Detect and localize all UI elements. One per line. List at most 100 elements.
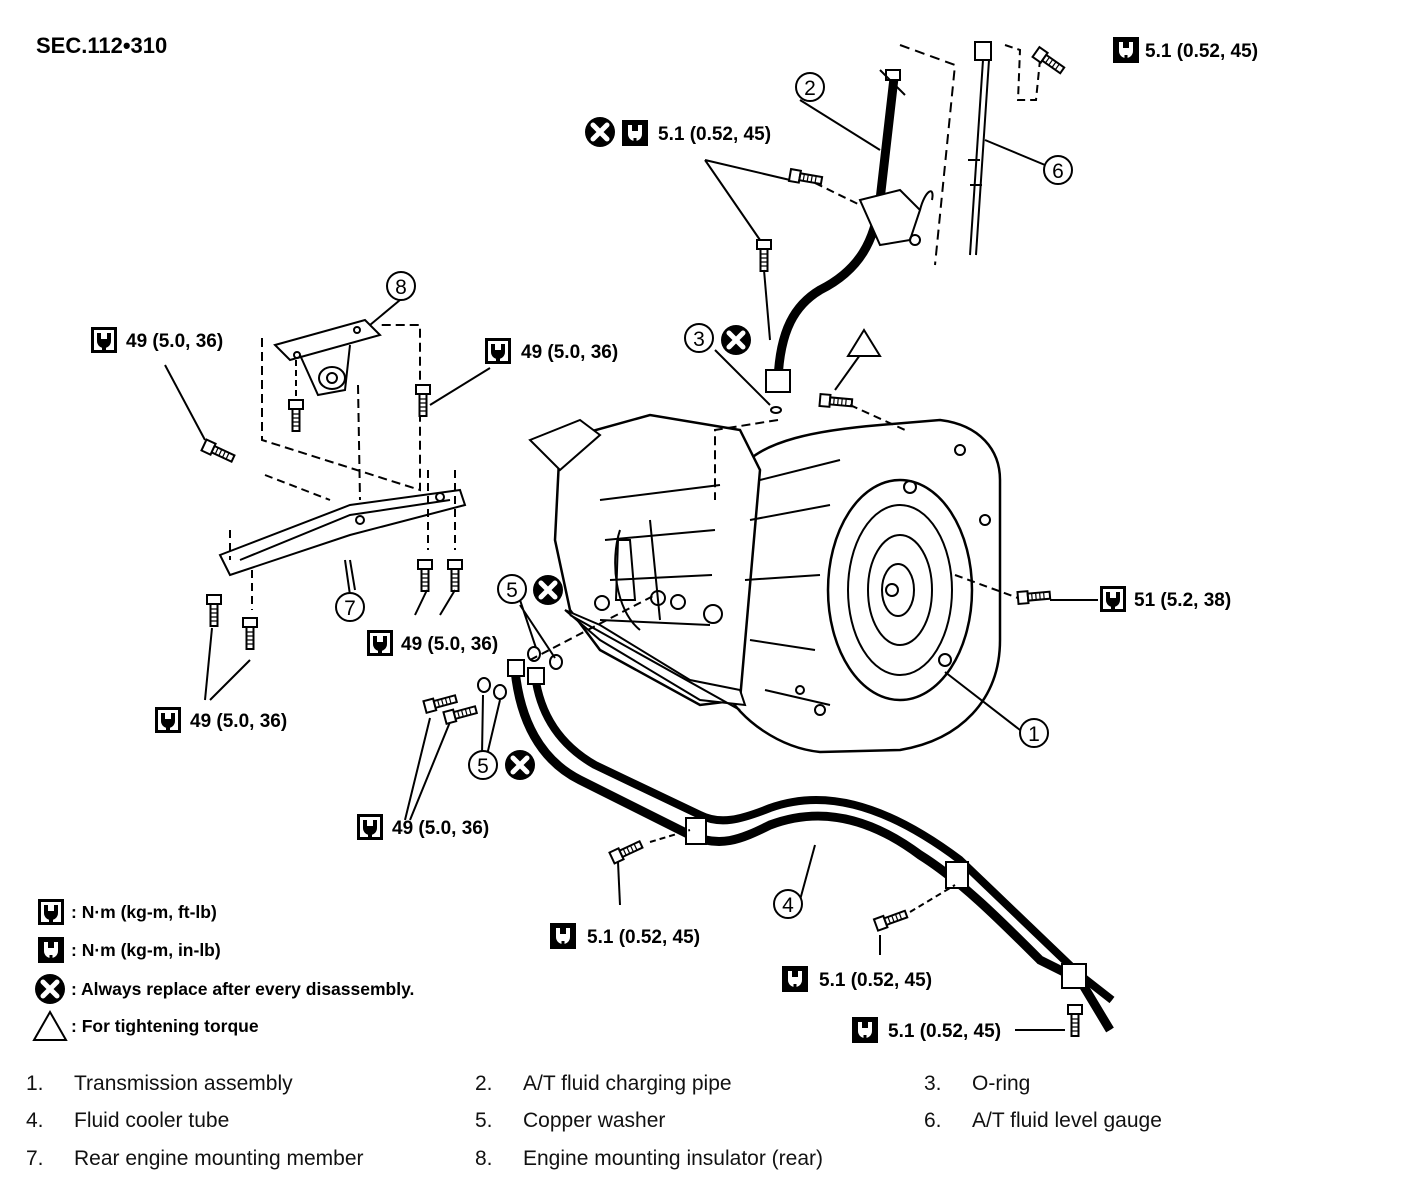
bolt [818,393,854,410]
svg-text:Fluid cooler tube: Fluid cooler tube [74,1109,229,1132]
svg-text:8: 8 [395,276,407,299]
bolt [206,594,222,627]
svg-text:4.: 4. [26,1109,44,1132]
svg-text:5: 5 [477,755,489,778]
bolt [1031,46,1067,77]
replace-x-icon [533,575,563,605]
torque-wrench-filled-icon [550,923,576,949]
svg-text:2: 2 [804,77,816,100]
section-number: SEC.112•310 [36,33,167,58]
part-item: 6.A/T fluid level gauge [924,1109,1162,1132]
torque-callout-8: 49 (5.0, 36) [357,814,489,840]
callout-3: 3 [684,323,714,353]
transmission-assembly [528,413,1002,754]
torque-callout-9: 5.1 (0.52, 45) [550,923,700,949]
part-item: 3.O-ring [924,1072,1030,1095]
torque-wrench-icon [367,630,393,656]
bolt [608,838,645,865]
callout-7: 7 [335,592,365,622]
callout-numbers: 1 2 3 4 5 5 6 7 8 [335,72,1073,919]
part-item: 5. Copper washer [475,1109,665,1132]
svg-text:4: 4 [782,894,794,917]
callout-8: 8 [386,271,416,301]
torque-wrench-icon [155,707,181,733]
bolt [415,384,431,417]
svg-text:1: 1 [1028,723,1040,746]
svg-text:Copper washer: Copper washer [523,1109,665,1132]
triangle-icon [32,1009,68,1041]
svg-text:5.1 (0.52, 45): 5.1 (0.52, 45) [888,1021,1001,1042]
part-item: 7. Rear engine mounting member [26,1147,364,1170]
bolt [1067,1004,1083,1037]
callout-2: 2 [795,72,825,102]
svg-text:6: 6 [1052,160,1064,183]
torque-wrench-filled-icon [622,120,648,146]
bolt [442,702,479,725]
svg-text:Engine mounting insulator (rea: Engine mounting insulator (rear) [523,1147,823,1170]
torque-wrench-icon [485,338,511,364]
callout-5b: 5 [468,750,498,780]
callout-6: 6 [1043,155,1073,185]
svg-text:Rear engine mounting member: Rear engine mounting member [74,1147,364,1170]
rear-engine-mounting-member [218,488,467,577]
svg-text:: N·m (kg-m, in-lb): : N·m (kg-m, in-lb) [71,940,221,960]
svg-text:Transmission assembly: Transmission assembly [74,1072,293,1095]
replace-x-icon [505,750,535,780]
legend-item-triangle: : For tightening torque [32,1009,259,1041]
part-item: 4. Fluid cooler tube [26,1109,229,1132]
torque-wrench-filled-icon [782,966,808,992]
legend-item-in-lb: : N·m (kg-m, in-lb) [38,937,221,963]
torque-wrench-icon [38,899,64,925]
engine-mounting-insulator [273,318,382,397]
callout-4: 4 [773,889,803,919]
diagram-artwork [164,41,1115,1037]
svg-text:49 (5.0, 36): 49 (5.0, 36) [392,818,489,839]
torque-callout-11: 5.1 (0.52, 45) [852,1017,1001,1043]
svg-text:51 (5.2, 38): 51 (5.2, 38) [1134,590,1231,611]
svg-text:5.1 (0.52, 45): 5.1 (0.52, 45) [587,927,700,948]
svg-text:7: 7 [344,597,356,620]
torque-callout-2: 5.1 (0.52, 45) [622,120,771,146]
bolt [242,617,258,650]
replace-x-icon [721,325,751,355]
fluid-level-gauge [968,41,992,256]
svg-text:8.: 8. [475,1147,493,1170]
torque-callout-7: 49 (5.0, 36) [155,707,287,733]
bolt [447,559,463,592]
svg-text:: For tightening torque: : For tightening torque [71,1016,259,1036]
torque-callout-1: 5.1 (0.52, 45) [1113,37,1258,63]
torque-wrench-filled-icon [1113,37,1139,63]
svg-text:1.: 1. [26,1072,44,1095]
svg-text:49 (5.0, 36): 49 (5.0, 36) [190,711,287,732]
bolt [1016,588,1052,605]
torque-callout-10: 5.1 (0.52, 45) [782,966,932,992]
svg-text:: Always replace after every d: : Always replace after every disassembly… [71,979,414,999]
torque-callout-5: 51 (5.2, 38) [1100,586,1231,612]
callout-5a: 5 [497,574,527,604]
triangle-icon [846,328,882,357]
svg-text:49 (5.0, 36): 49 (5.0, 36) [521,342,618,363]
bolt [872,907,910,932]
svg-text:7.: 7. [26,1147,44,1170]
legend-item-ft-lb: : N·m (kg-m, ft-lb) [38,899,217,925]
torque-callout-6: 49 (5.0, 36) [367,630,498,656]
svg-text:2.: 2. [475,1072,493,1095]
svg-text:49 (5.0, 36): 49 (5.0, 36) [401,634,498,655]
replace-x-icon [585,117,615,147]
bolt [756,239,772,272]
svg-text:3: 3 [693,328,705,351]
bolt [200,438,237,465]
svg-text:5.1 (0.52, 45): 5.1 (0.52, 45) [658,124,771,145]
fluid-charging-pipe [765,69,934,414]
callout-1: 1 [1019,718,1049,748]
bolt [417,559,433,592]
torque-callout-3: 49 (5.0, 36) [91,327,223,353]
parts-list: 1. Transmission assembly 2. A/T fluid char… [26,1072,1162,1170]
torque-wrench-filled-icon [38,937,64,963]
fluid-cooler-tube [507,659,1115,1033]
svg-text:5.: 5. [475,1109,493,1132]
svg-text:A/T fluid charging pipe: A/T fluid charging pipe [523,1072,732,1095]
svg-text:A/T fluid level gauge: A/T fluid level gauge [972,1109,1162,1132]
svg-text:49 (5.0, 36): 49 (5.0, 36) [126,331,223,352]
